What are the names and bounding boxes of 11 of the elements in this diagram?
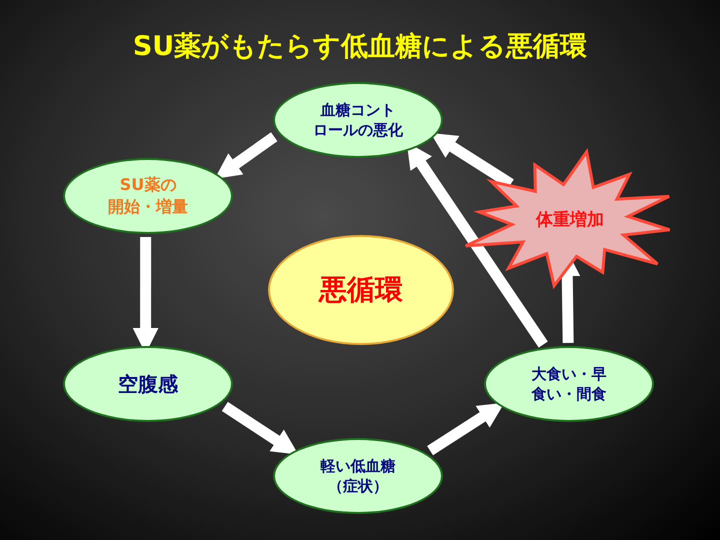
arrow (222, 402, 298, 455)
arrow (427, 402, 504, 456)
center-ellipse: 悪循環 (268, 235, 454, 345)
ellipse-node: 空腹感 (63, 346, 233, 422)
ellipse-node: SU薬の開始・増量 (63, 158, 233, 234)
title: SU薬がもたらす低血糖による悪循環 (132, 30, 588, 64)
node-label: 体重増加 (536, 209, 604, 232)
ellipse-node: 血糖コントロールの悪化 (273, 82, 443, 158)
ellipse-node: 大食い・早食い・間食 (484, 346, 654, 422)
ellipse-node: 軽い低血糖（症状） (273, 438, 443, 514)
arrow (214, 132, 278, 179)
